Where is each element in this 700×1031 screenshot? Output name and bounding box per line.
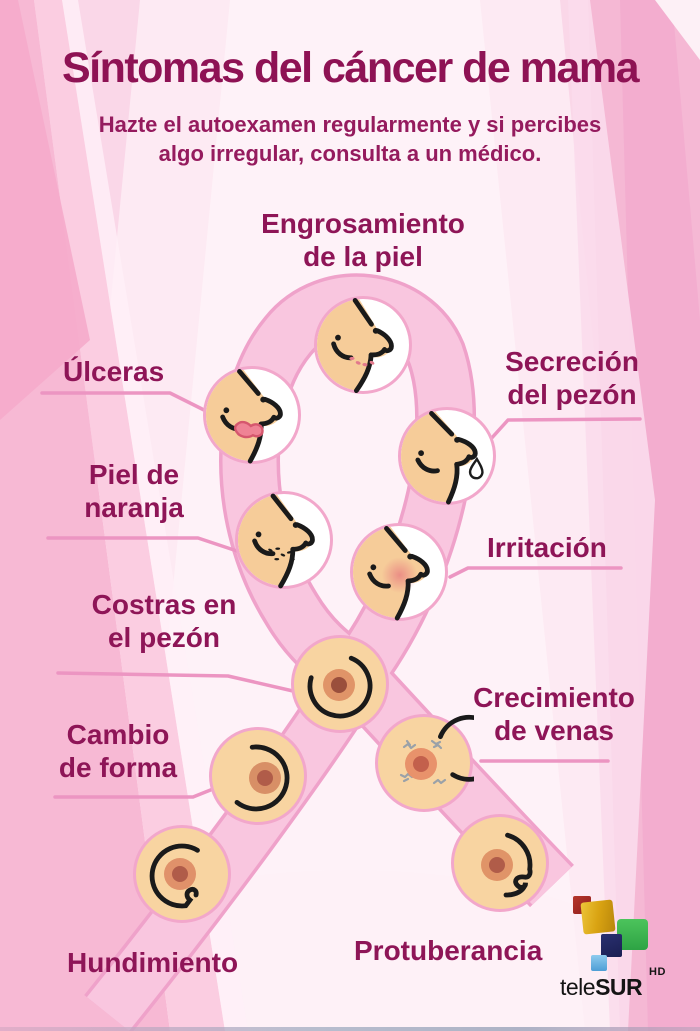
logo-tele: tele: [560, 974, 596, 1000]
label-hundimiento: Hundimiento: [67, 947, 239, 978]
logo-wordmark: teleSUR: [560, 974, 643, 1001]
connector-irritacion: [448, 566, 623, 579]
bottom-edge-strip: [0, 1027, 700, 1031]
nipple: [331, 677, 347, 693]
connector-cambio-forma: [53, 787, 215, 799]
dimple-contour: [149, 843, 200, 909]
connector-lines: [40, 391, 642, 799]
logo-green-square: [617, 919, 648, 950]
page-title: Síntomas del cáncer de mama: [61, 44, 640, 92]
logo-navy-square: [601, 934, 622, 957]
illustration-protuberancia: [451, 814, 549, 912]
label-ulceras: Úlceras: [63, 356, 165, 387]
connector-secrecion: [487, 417, 642, 443]
label-secrecion: Secreción del pezón: [505, 346, 639, 410]
illustration-secrecion: [398, 407, 496, 505]
logo-gold-square: [580, 899, 616, 935]
logo-hd-badge: HD: [649, 966, 666, 978]
background-right-streak-light: [568, 0, 655, 1031]
label-engrosamiento: Engrosamiento de la piel: [261, 208, 465, 272]
label-costras: Costras en el pezón: [91, 589, 237, 653]
background-left-streak-light: [62, 0, 248, 1031]
label-irritacion: Irritación: [487, 532, 607, 563]
subtitle-line-2: algo irregular, consulta a un médico.: [158, 141, 542, 166]
connector-ulceras: [40, 391, 208, 413]
breast-front-icon: [451, 814, 549, 912]
lump-contour: [503, 832, 533, 898]
illustration-irritacion: [349, 522, 448, 622]
connector-costras: [56, 671, 295, 693]
connector-piel-naranja: [46, 536, 239, 553]
orange-peel-dots: [268, 547, 295, 561]
breast-front-icon: [209, 727, 307, 825]
label-cambio-forma: Cambio de forma: [58, 719, 178, 783]
label-piel-naranja: Piel de naranja: [84, 459, 184, 523]
nipple: [257, 770, 273, 786]
background-right-band-dark: [620, 0, 700, 1031]
background-right-corner: [655, 0, 700, 60]
skin-thickening-dots: [349, 356, 375, 367]
illustration-costras: [291, 635, 389, 733]
logo-blue-square: [591, 955, 607, 971]
nipple: [489, 857, 505, 873]
illustration-piel-naranja: [234, 490, 333, 589]
illustration-engrosamiento: [313, 295, 412, 394]
label-crecimiento: Crecimiento de venas: [473, 682, 635, 746]
background-left-streak-mid: [34, 0, 225, 1031]
label-protuberancia: Protuberancia: [354, 935, 543, 966]
illustration-cambio-forma: [209, 727, 307, 825]
illustration-crecimiento: [375, 714, 474, 812]
breast-front-icon: [291, 635, 389, 733]
logo-sur: SUR: [595, 974, 643, 1000]
nipple: [413, 756, 429, 772]
breast-front-icon: [133, 825, 231, 923]
nipple: [172, 866, 188, 882]
breast-front-icon: [375, 714, 474, 812]
discharge-drop-icon: [468, 456, 484, 480]
subtitle-line-1: Hazte el autoexamen regularmente y si pe…: [98, 112, 602, 137]
background-left-corner: [0, 0, 90, 420]
illustration-hundimiento: [133, 825, 231, 923]
page-subtitle: Hazte el autoexamen regularmente y si pe…: [0, 110, 700, 168]
ulcer-blob: [233, 420, 264, 439]
illustration-ulceras: [202, 365, 301, 465]
